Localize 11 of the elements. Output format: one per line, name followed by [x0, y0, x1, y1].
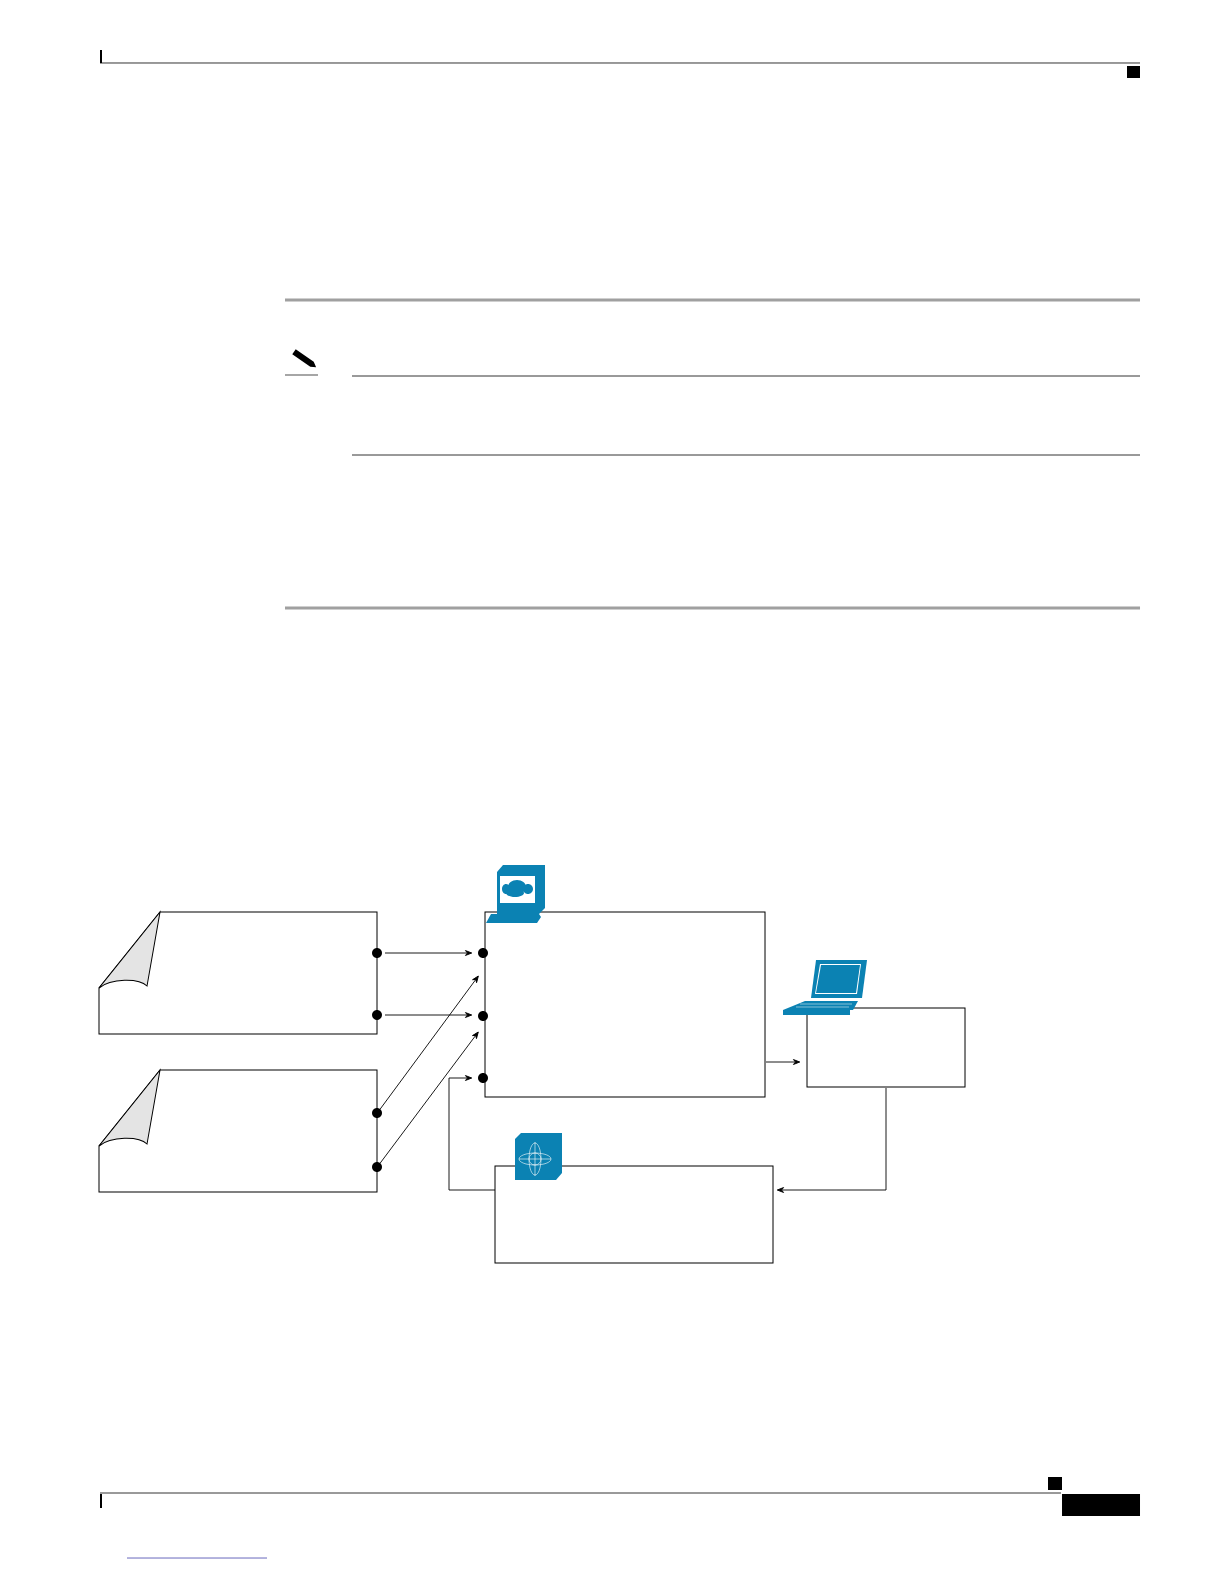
- arrow: [379, 1031, 479, 1165]
- box: [478, 911, 766, 1098]
- arrow: [776, 1087, 887, 1193]
- arrow: [384, 1012, 473, 1018]
- arrow: [379, 975, 479, 1111]
- document-shape: [98, 1069, 382, 1193]
- arrow: [765, 1059, 801, 1065]
- arrow: [384, 950, 473, 956]
- arrow: [448, 1075, 496, 1191]
- document-shape: [98, 911, 382, 1035]
- box: [494, 1165, 774, 1264]
